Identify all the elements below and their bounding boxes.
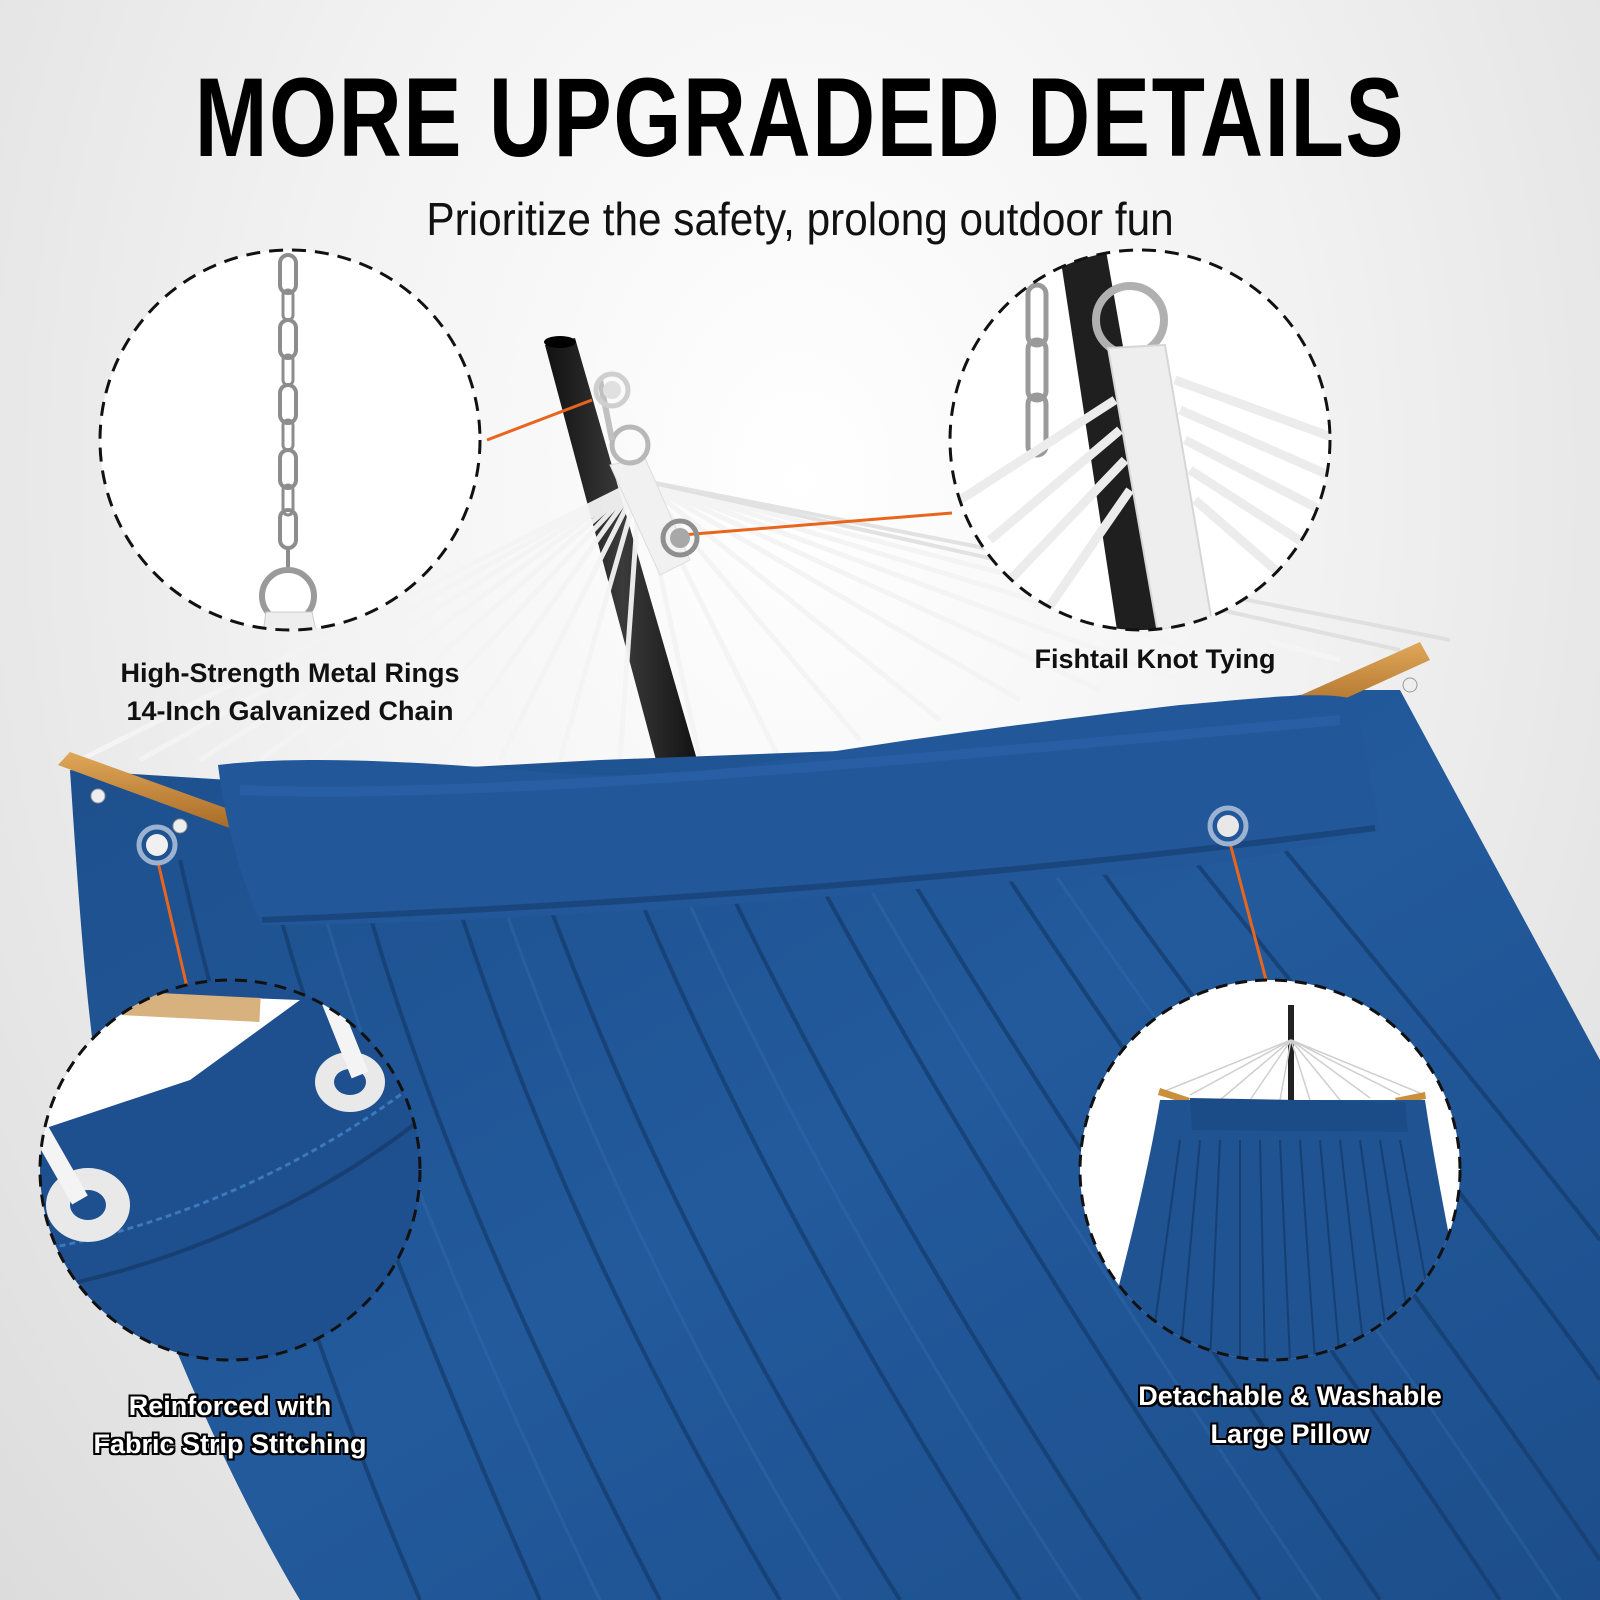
marker-knot bbox=[660, 518, 700, 558]
callout-line: High-Strength Metal Rings bbox=[120, 658, 460, 688]
callout-label-metal-rings: High-Strength Metal Rings 14-Inch Galvan… bbox=[70, 655, 510, 731]
marker-stitching bbox=[136, 824, 178, 866]
detail-circle-chain bbox=[98, 248, 482, 632]
callout-label-fishtail-knot: Fishtail Knot Tying bbox=[990, 641, 1320, 679]
callout-line: Reinforced with bbox=[128, 1391, 332, 1421]
marker-pillow bbox=[1207, 805, 1249, 847]
callout-line: Fabric Strip Stitching bbox=[93, 1428, 367, 1459]
page-title: MORE UPGRADED DETAILS bbox=[194, 55, 1406, 180]
callout-label-pillow: Detachable & Washable Large Pillow bbox=[1100, 1378, 1480, 1454]
fishtail-knot-detail bbox=[597, 379, 691, 576]
callout-line: Large Pillow bbox=[1210, 1418, 1370, 1449]
callout-line: Fishtail Knot Tying bbox=[1034, 644, 1276, 674]
marker-chain bbox=[593, 371, 631, 409]
callout-line: 14-Inch Galvanized Chain bbox=[126, 695, 454, 726]
callout-line: Detachable & Washable bbox=[1138, 1381, 1442, 1411]
stand-pole bbox=[544, 336, 700, 775]
detail-circle-knot bbox=[948, 248, 1332, 632]
callout-connectors bbox=[156, 398, 1272, 1001]
callout-label-fabric-stitching: Reinforced with Fabric Strip Stitching bbox=[50, 1388, 410, 1464]
pillow bbox=[218, 695, 1380, 925]
detail-circle-stitching bbox=[38, 978, 422, 1362]
detail-circle-pillow bbox=[1078, 978, 1462, 1362]
page-subtitle: Prioritize the safety, prolong outdoor f… bbox=[426, 193, 1174, 245]
spreader-bar-left bbox=[58, 752, 245, 834]
